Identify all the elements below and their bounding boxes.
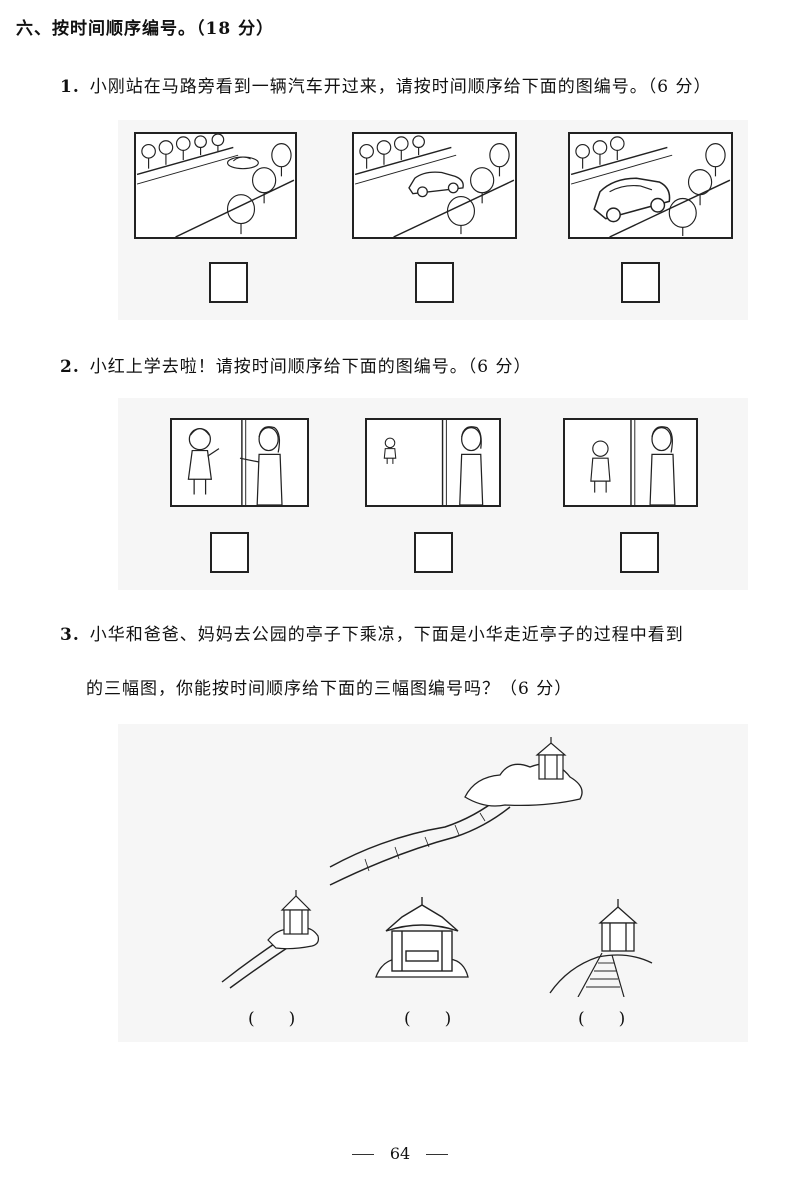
car-mid-scene-icon (354, 135, 515, 237)
girl-mid-scene-icon (590, 420, 676, 505)
car-far-scene-icon (136, 134, 295, 237)
girl-mid-icon (590, 440, 611, 493)
girl-far-scene-icon (383, 420, 484, 505)
question-3-number: 3. (60, 625, 80, 645)
question-1-number: 1. (60, 77, 80, 97)
q2-answer-box-1[interactable] (210, 532, 249, 573)
q3-answer-paren-1[interactable]: ( ) (248, 1009, 296, 1029)
girl-far-scene-panel (365, 418, 501, 507)
q2-answer-box-3[interactable] (620, 532, 659, 573)
pavilion-mid-icon (549, 899, 653, 998)
car-near-icon (593, 177, 671, 223)
girl-far-icon (383, 437, 397, 464)
car-near-scene-icon (570, 136, 731, 237)
pavilion-hill-path-icon (329, 737, 583, 886)
q1-answer-box-1[interactable] (209, 262, 248, 303)
question-2-text: 小红上学去啦！请按时间顺序给下面的图编号。（6 分） (89, 357, 532, 377)
mother-figure-icon (459, 426, 484, 505)
question-3-line-1: 3. 小华和爸爸、妈妈去公园的亭子下乘凉，下面是小华走近亭子的过程中看到 (60, 620, 684, 645)
car-mid-icon (408, 171, 464, 198)
question-3-figure-area (118, 724, 748, 1042)
pavilion-small-icon (535, 737, 567, 780)
page-number-dash-left (351, 1154, 374, 1155)
question-1: 1. 小刚站在马路旁看到一辆汽车开过来，请按时间顺序给下面的图编号。（6 分） (60, 72, 711, 97)
question-1-text: 小刚站在马路旁看到一辆汽车开过来，请按时间顺序给下面的图编号。（6 分） (89, 77, 712, 97)
pavilion-hill-path (325, 737, 590, 887)
mother-figure-icon (649, 426, 676, 505)
q3-answer-paren-2[interactable]: ( ) (404, 1009, 452, 1029)
q1-answer-box-2[interactable] (415, 262, 454, 303)
mother-figure-icon (239, 426, 283, 505)
pavilion-near-icon (375, 897, 469, 978)
question-3-line-2: 的三幅图，你能按时间顺序给下面的三幅图编号吗？（6 分） (86, 679, 573, 699)
car-far-scene-panel (134, 132, 297, 239)
pavilion-far-icon (221, 890, 319, 989)
question-2: 2. 小红上学去啦！请按时间顺序给下面的图编号。（6 分） (60, 352, 531, 377)
pavilion-far-image (220, 890, 325, 990)
car-mid-scene-panel (352, 132, 517, 239)
question-3-text-1: 小华和爸爸、妈妈去公园的亭子下乘凉，下面是小华走近亭子的过程中看到 (89, 625, 684, 645)
q1-answer-box-3[interactable] (621, 262, 660, 303)
q2-answer-box-2[interactable] (414, 532, 453, 573)
q3-answer-paren-3[interactable]: ( ) (578, 1009, 626, 1029)
pavilion-mid-image (548, 897, 658, 998)
girl-mid-scene-panel (563, 418, 698, 507)
car-near-scene-panel (568, 132, 733, 239)
car-far-icon (226, 156, 259, 170)
girl-waving-scene-icon (187, 420, 283, 505)
page-number-value: 64 (389, 1144, 411, 1163)
page-number-dash-right (426, 1154, 449, 1155)
page-number: 64 (0, 1144, 800, 1163)
question-2-number: 2. (60, 357, 80, 377)
pavilion-near-image (372, 895, 472, 987)
section-title: 六、按时间顺序编号。（18 分） (16, 19, 275, 39)
girl-waving-scene-panel (170, 418, 309, 507)
girl-near-icon (187, 427, 220, 495)
